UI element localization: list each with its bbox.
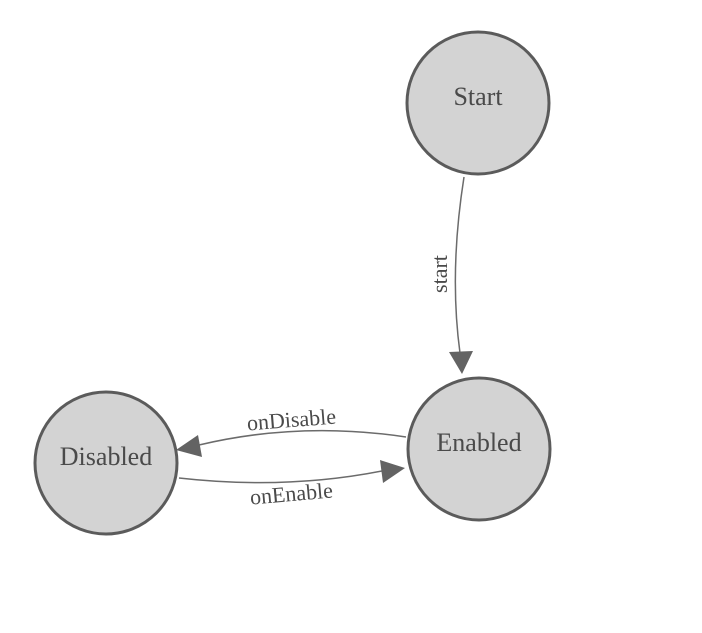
- state-circle-disabled[interactable]: [33, 390, 179, 536]
- edge-line-onenable[interactable]: [178, 470, 383, 484]
- edge-enabled-to-disabled[interactable]: onDisable: [176, 404, 407, 457]
- edge-start-to-enabled[interactable]: start: [427, 176, 473, 374]
- state-label-disabled: Disabled: [60, 442, 152, 471]
- edge-disabled-to-enabled[interactable]: onEnable: [178, 460, 405, 510]
- state-label-enabled: Enabled: [436, 428, 521, 457]
- edge-label-start: start: [427, 255, 452, 293]
- state-label-start: Start: [453, 82, 503, 111]
- state-node-enabled[interactable]: Enabled: [406, 376, 552, 522]
- state-circle-enabled[interactable]: [406, 376, 552, 522]
- state-node-disabled[interactable]: Disabled: [33, 390, 179, 536]
- state-circle-start[interactable]: [405, 30, 551, 176]
- arrowhead-into-enabled-from-disabled: [380, 460, 405, 483]
- arrowhead-into-enabled-from-start: [449, 351, 473, 374]
- edge-line-ondisable[interactable]: [198, 429, 407, 446]
- arrowhead-into-disabled: [176, 435, 202, 457]
- edge-line-start[interactable]: [454, 176, 465, 354]
- state-node-start[interactable]: Start: [405, 30, 551, 176]
